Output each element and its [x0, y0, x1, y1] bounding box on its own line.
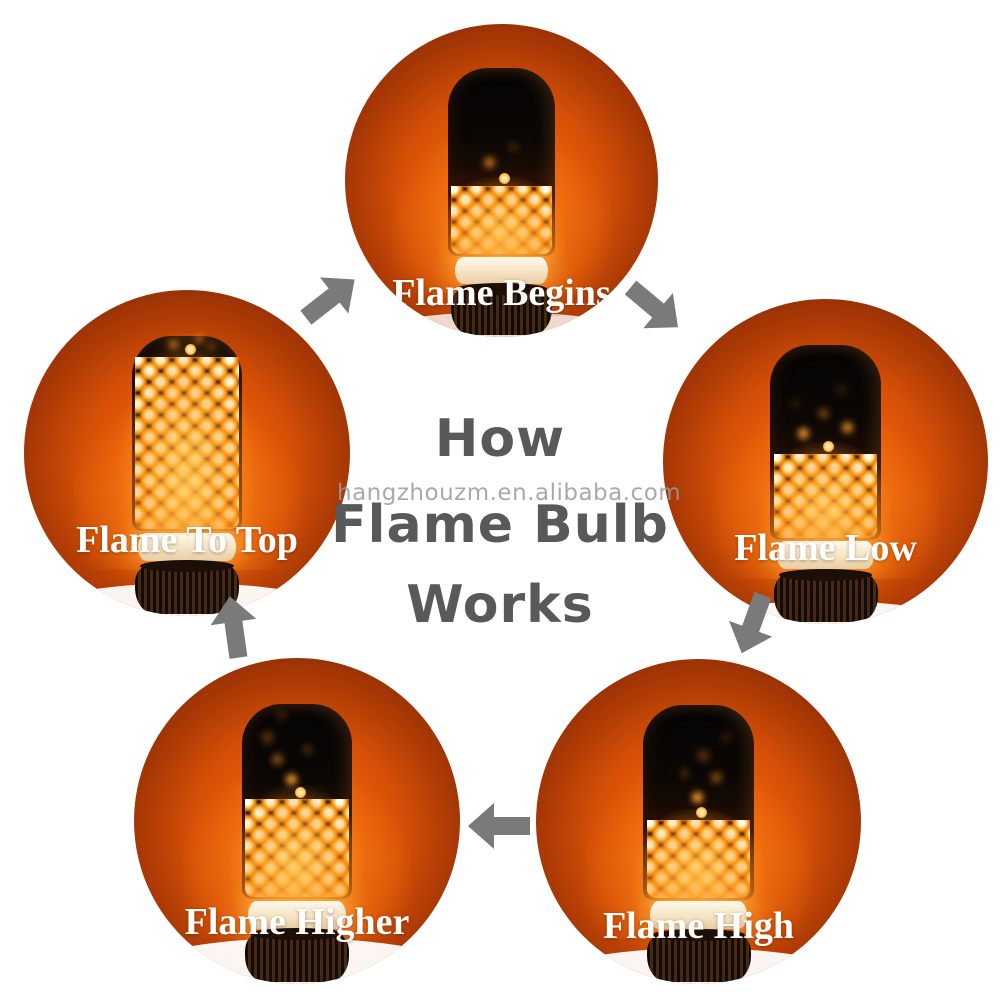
heading-line-2: Flame Bulb [331, 495, 669, 555]
stage-label: Flame To Top [76, 519, 298, 561]
bulb-body [759, 344, 892, 550]
led-array [632, 808, 765, 909]
led-array [437, 176, 566, 263]
bulb-body [230, 703, 364, 911]
bulb-neck [776, 541, 875, 569]
led-array [230, 785, 364, 911]
stage-flame-higher: Flame Higher [134, 658, 460, 984]
scattered-led-dots [184, 344, 196, 356]
watermark-text: hangzhouzm.en.alibaba.com [337, 480, 682, 506]
bulb-neck [138, 532, 236, 561]
stage-flame-high: Flame High [536, 659, 861, 984]
scattered-led-dots [696, 806, 708, 818]
led-array [120, 333, 254, 554]
bulb-body [437, 67, 566, 263]
heading-line-1: How [434, 409, 566, 469]
bulb-photo: Flame Low [663, 299, 988, 624]
stage-flame-to-top: Flame To Top [24, 290, 350, 616]
bulb-neck [454, 257, 549, 284]
stage-label: Flame Low [734, 527, 917, 569]
screw-base [134, 560, 240, 615]
stage-label: Flame Begins [392, 272, 611, 314]
arrow-up-right-icon [290, 259, 371, 338]
bulb-neck [248, 900, 346, 929]
arrow-left-icon [466, 801, 530, 851]
bulb-body [632, 704, 765, 909]
arrow-down-right-icon [614, 268, 695, 347]
stage-label: Flame High [602, 905, 795, 947]
bulb-photo: Flame High [536, 659, 861, 984]
scattered-led-dots [294, 786, 306, 798]
led-array [759, 442, 892, 550]
bulb-photo: Flame Higher [134, 658, 460, 984]
stage-label: Flame Higher [184, 901, 410, 943]
scattered-led-dots [823, 440, 835, 452]
bulb-photo: Flame Begins [345, 24, 658, 337]
scattered-led-dots [499, 173, 511, 185]
bulb-neck [649, 901, 748, 929]
arrow-down-icon [718, 586, 787, 663]
screw-base [451, 283, 552, 336]
screw-base [646, 928, 751, 983]
bulb-body [120, 333, 254, 554]
screw-base [244, 928, 350, 983]
bulb-photo: Flame To Top [24, 290, 350, 616]
arrow-up-icon [205, 591, 263, 661]
stage-flame-begins: Flame Begins [345, 24, 658, 337]
screw-base [773, 568, 878, 623]
stage-flame-low: Flame Low [663, 299, 988, 624]
heading-line-3: Works [406, 575, 594, 635]
